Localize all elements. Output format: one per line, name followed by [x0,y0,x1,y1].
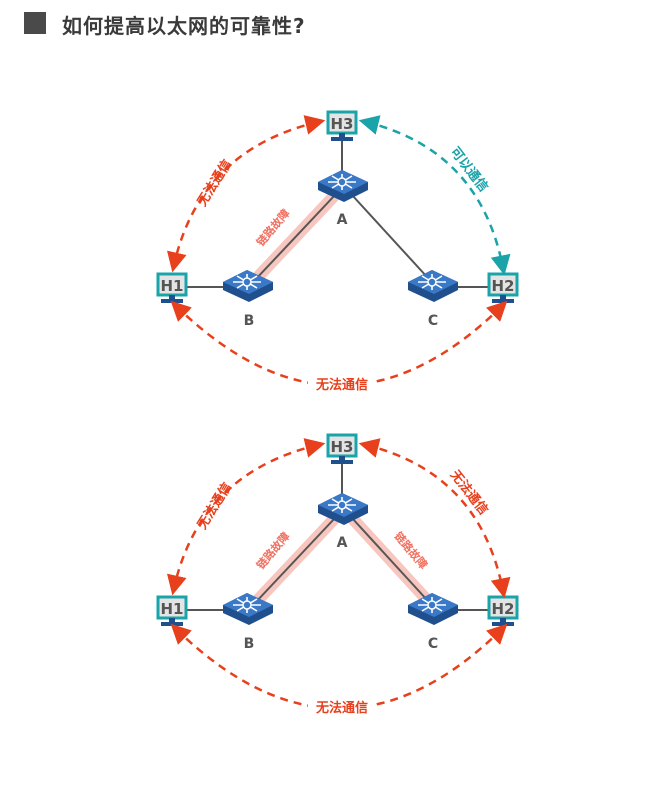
arc-h3-h2 [358,115,511,276]
switch-a-label: A [337,535,348,551]
title-marker [24,12,46,34]
label-h3-h1: 无法通信 [194,157,236,210]
label-h1-h2: 无法通信 [315,377,368,393]
label-h1-h2: 无法通信 [315,700,368,716]
arc-h1-h2 [170,300,508,387]
diagram-2: H3 H1 H2 A B C 无法通信 无法通信 无法通信 链路故障 链路故障 [156,433,519,716]
arc-h1-h2 [170,623,508,710]
switch-b-label: B [244,636,255,652]
switch-c-icon [407,269,459,303]
arc-h3-h1 [167,438,326,596]
arc-h3-h1 [167,115,326,273]
switch-a-label: A [337,212,348,228]
switch-c-icon [407,592,459,626]
diagram-1: H3 H1 H2 A B C 无法通信 无法通信 可以通信 链路故障 [156,110,519,393]
host-h2-label: H2 [492,277,515,295]
host-h3-label: H3 [331,115,354,133]
switch-c-label: C [428,636,438,652]
host-h2-label: H2 [492,600,515,618]
switch-c-label: C [428,313,438,329]
page-title: 如何提高以太网的可靠性? [62,14,306,38]
switch-b-label: B [244,313,255,329]
host-h3-label: H3 [331,438,354,456]
host-h1-label: H1 [161,277,184,295]
link-a-c [351,194,429,279]
host-h1-label: H1 [161,600,184,618]
label-h3-h1: 无法通信 [194,480,236,533]
arc-h3-h2 [358,438,511,599]
